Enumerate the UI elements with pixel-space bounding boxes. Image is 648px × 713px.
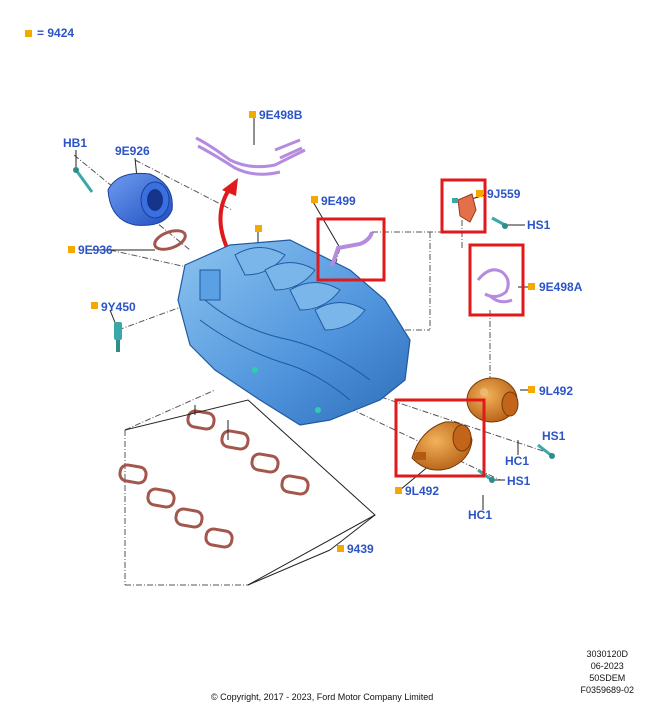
intake-gaskets-9439-part	[118, 409, 310, 549]
legend-marker-icon	[25, 30, 32, 37]
highlight-9l492	[394, 398, 486, 478]
pcv-tube-9e498b-part	[195, 136, 306, 176]
highlight-9e498a	[468, 243, 525, 317]
callout-hs1-mid: HS1	[507, 474, 531, 488]
oil-separator-left-part	[411, 421, 473, 471]
throttle-body-part	[107, 172, 173, 226]
ref-line: F0359689-02	[580, 685, 634, 695]
bolt-hb1-part	[73, 167, 94, 193]
intake-manifold-part	[177, 239, 411, 426]
ref-line: 3030120D	[586, 649, 628, 659]
ref-line: 50SDEM	[589, 673, 626, 683]
callout-lines	[75, 115, 535, 586]
callout-9l492-left: 9L492	[405, 484, 439, 498]
callout-hs1-right: HS1	[542, 429, 566, 443]
throttle-gasket-part	[153, 229, 187, 251]
callout-9l492-right: 9L492	[539, 384, 573, 398]
ref-line: 06-2023	[590, 661, 624, 671]
callout-hc1-bottom: HC1	[468, 508, 492, 522]
reference-block: 3030120D 06-2023 50SDEM F0359689-02	[580, 648, 634, 696]
copyright-text: © Copyright, 2017 - 2023, Ford Motor Com…	[211, 692, 434, 702]
callout-9e498a: 9E498A	[539, 280, 583, 294]
callout-9439: 9439	[347, 542, 374, 556]
callout-hs1-top: HS1	[527, 218, 551, 232]
bolt-hs1-right-part	[537, 443, 555, 459]
callout-9j559: 9J559	[487, 187, 521, 201]
highlight-boxes	[316, 178, 525, 478]
pcv-tube-9e498a-part	[476, 268, 513, 304]
bolt-hs1-top-part	[491, 216, 508, 229]
callout-hb1: HB1	[63, 136, 87, 150]
callout-hc1-right: HC1	[505, 454, 529, 468]
curved-arrow-icon	[218, 178, 238, 251]
callout-9y450: 9Y450	[101, 300, 136, 314]
pcv-tube-9e499-part	[330, 231, 374, 267]
sensor-9y450-part	[114, 322, 122, 352]
callout-9e926: 9E926	[115, 144, 150, 158]
manifold-marker-icon	[255, 225, 262, 232]
callout-9e936: 9E936	[78, 243, 113, 257]
oil-separator-right-part	[466, 377, 519, 423]
highlight-9j559	[440, 178, 487, 234]
highlight-9e499	[316, 217, 386, 282]
gasket-grouping-lines	[124, 399, 376, 586]
callout-markers	[68, 111, 535, 552]
callout-9e498b: 9E498B	[259, 108, 303, 122]
valve-9j559-part	[452, 193, 477, 223]
callout-9e499: 9E499	[321, 194, 356, 208]
legend-text: = 9424	[37, 26, 74, 40]
